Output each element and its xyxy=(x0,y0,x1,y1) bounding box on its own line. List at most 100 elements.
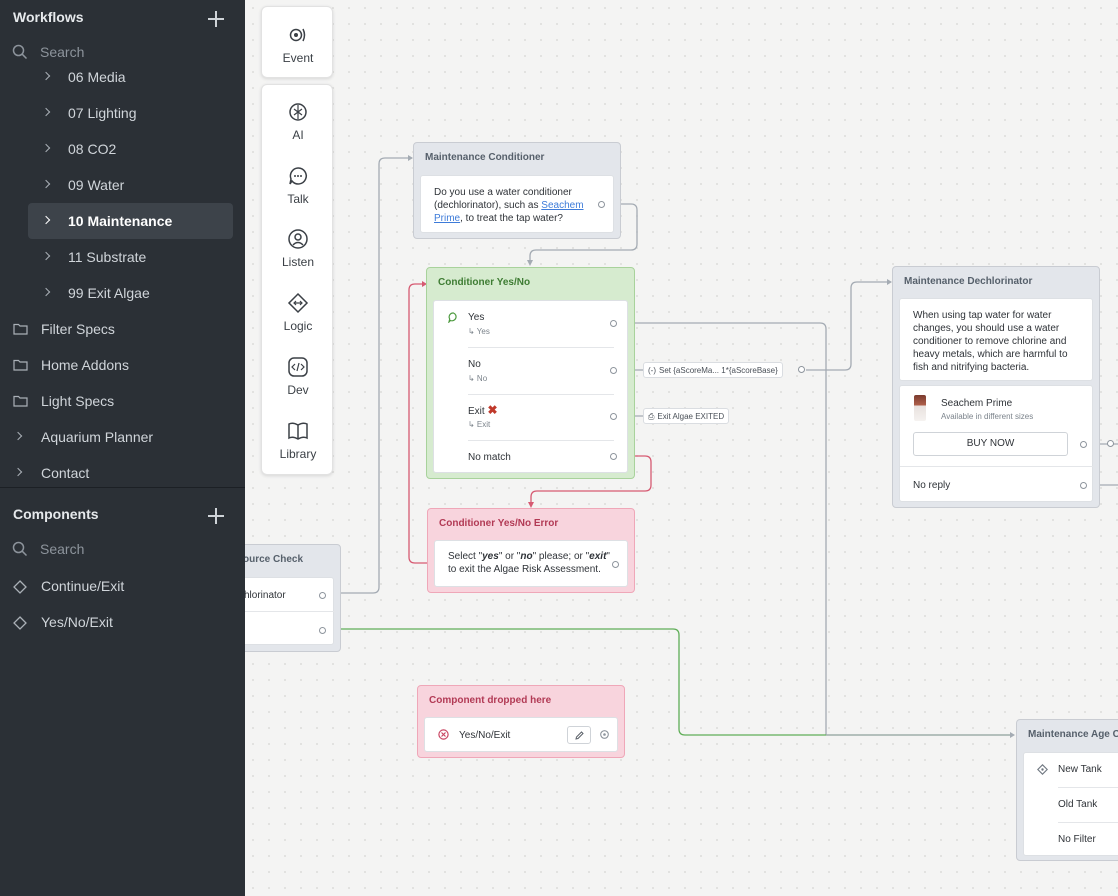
output-port-buy[interactable] xyxy=(1080,441,1087,448)
output-port-yes[interactable] xyxy=(610,320,617,327)
book-icon xyxy=(288,422,308,440)
sidebar-folder-contact[interactable]: Contact xyxy=(0,456,245,490)
sidebar-folder-home-addons[interactable]: Home Addons xyxy=(0,348,245,382)
output-port-exit[interactable] xyxy=(610,413,617,420)
search-icon xyxy=(12,541,28,557)
chevron-right-icon xyxy=(41,287,51,297)
output-port[interactable] xyxy=(612,561,619,568)
wire-nomatch-to-error xyxy=(530,455,652,504)
component-card[interactable]: Yes/No/Exit xyxy=(424,717,618,752)
exit-flow-icon: ⎙ xyxy=(648,412,655,421)
choice-dechlorinator[interactable]: hlorinator xyxy=(245,578,335,612)
output-port[interactable] xyxy=(319,592,326,599)
choice-no[interactable]: No ↳ No xyxy=(468,358,614,395)
node-maintenance-dechlorinator[interactable]: Maintenance Dechlorinator When using tap… xyxy=(892,266,1100,508)
workflows-header: Workflows xyxy=(0,0,245,34)
sidebar-folder-filter-specs[interactable]: Filter Specs xyxy=(0,312,245,346)
tool-label: Library xyxy=(279,447,317,461)
sidebar-folder-light-specs[interactable]: Light Specs xyxy=(0,384,245,418)
sidebar-divider xyxy=(0,487,245,488)
add-component-button[interactable] xyxy=(207,507,225,525)
set-output-port[interactable] xyxy=(798,366,805,373)
add-workflow-button[interactable] xyxy=(207,10,225,28)
exit-tag-label: Exit Algae EXITED xyxy=(657,412,725,421)
variable-icon: (-) xyxy=(648,366,656,375)
chevron-right-icon xyxy=(41,251,51,261)
sidebar-item-10-maintenance[interactable]: 10 Maintenance xyxy=(28,203,233,239)
node-conditioner-error[interactable]: Conditioner Yes/No Error Select "yes" or… xyxy=(427,508,635,593)
tool-label: Event xyxy=(282,51,314,65)
sidebar-folder-label: Light Specs xyxy=(41,393,115,409)
seachem-prime-link[interactable]: Seachem Prime xyxy=(434,200,584,224)
node-conditioner-yes-no[interactable]: Conditioner Yes/No Yes ↳ Yes No ↳ No Exi… xyxy=(426,267,635,479)
event-icon xyxy=(289,28,306,42)
choice-new-tank[interactable]: New Tank xyxy=(1058,753,1118,788)
output-port[interactable] xyxy=(598,201,605,208)
folder-icon xyxy=(13,359,28,371)
sidebar-item-08-co2[interactable]: 08 CO2 xyxy=(28,132,233,166)
component-continue-exit[interactable]: Continue/Exit xyxy=(0,569,245,603)
output-port[interactable] xyxy=(319,627,326,634)
logic-icon xyxy=(1037,764,1048,775)
node-component-dropped[interactable]: Component dropped here Yes/No/Exit xyxy=(417,685,625,758)
sidebar-item-11-substrate[interactable]: 11 Substrate xyxy=(28,240,233,274)
set-variable-tag[interactable]: (-)Set {aScoreMa... 1*{aScoreBase} xyxy=(643,362,783,378)
node-source-check[interactable]: ource Check hlorinator xyxy=(245,544,341,652)
workflow-canvas[interactable]: Event AI Talk Listen Logic Dev Library xyxy=(245,0,1118,896)
node-title: ource Check xyxy=(245,554,304,565)
chevron-right-icon xyxy=(13,431,23,441)
choice-no-match[interactable]: No match xyxy=(468,451,614,467)
choice-label: New Tank xyxy=(1058,764,1102,775)
tool-event[interactable]: Event xyxy=(262,24,334,84)
wire-source-to-age xyxy=(325,628,1013,736)
tool-logic[interactable]: Logic xyxy=(262,292,334,352)
workflows-search[interactable]: Search xyxy=(0,39,245,65)
tool-listen[interactable]: Listen xyxy=(262,228,334,288)
chevron-right-icon xyxy=(13,467,23,477)
sidebar-item-06-media[interactable]: 06 Media xyxy=(28,60,233,94)
node-maintenance-conditioner[interactable]: Maintenance Conditioner Do you use a wat… xyxy=(413,142,621,239)
chevron-right-icon xyxy=(41,215,51,225)
message-card[interactable]: Select "yes" or "no" please; or "exit"to… xyxy=(434,540,628,587)
sidebar: Workflows Search 06 Media 07 Lighting 08… xyxy=(0,0,245,896)
diamond-icon xyxy=(13,616,27,630)
exit-flow-tag[interactable]: ⎙Exit Algae EXITED xyxy=(643,408,730,424)
sidebar-item-07-lighting[interactable]: 07 Lighting xyxy=(28,96,233,130)
logic-icon xyxy=(287,292,309,314)
tool-dev[interactable]: Dev xyxy=(262,356,334,416)
components-header: Components xyxy=(0,497,245,531)
choice-label: hlorinator xyxy=(245,590,286,601)
node-maintenance-age[interactable]: Maintenance Age Ce New Tank Old Tank No … xyxy=(1016,719,1118,861)
output-port-no[interactable] xyxy=(610,367,617,374)
no-reply-label: No reply xyxy=(913,480,951,491)
offscreen-port[interactable] xyxy=(1107,440,1114,447)
node-title: Maintenance Conditioner xyxy=(425,152,545,163)
choice-exit[interactable]: Exit ✖ ↳ Exit xyxy=(468,404,614,441)
listen-icon xyxy=(448,312,457,323)
tool-ai[interactable]: AI xyxy=(262,101,334,161)
sidebar-item-09-water[interactable]: 09 Water xyxy=(28,168,233,202)
choice-no-filter[interactable]: No Filter xyxy=(1058,823,1118,857)
buy-now-button[interactable]: BUY NOW xyxy=(913,432,1068,456)
node-title: Conditioner Yes/No xyxy=(438,277,531,288)
target-icon[interactable] xyxy=(600,730,609,739)
tool-label: AI xyxy=(292,128,304,142)
sidebar-item-99-exit-algae[interactable]: 99 Exit Algae xyxy=(28,276,233,310)
output-port-no-match[interactable] xyxy=(610,453,617,460)
sidebar-folder-aquarium-planner[interactable]: Aquarium Planner xyxy=(0,420,245,454)
sidebar-item-label: 11 Substrate xyxy=(68,249,147,265)
message-card[interactable]: Do you use a water conditioner (dechlori… xyxy=(420,175,614,233)
node-title: Conditioner Yes/No Error xyxy=(439,518,559,529)
sidebar-item-label: 07 Lighting xyxy=(68,105,137,121)
tool-talk[interactable]: Talk xyxy=(262,165,334,225)
choice-yes[interactable]: Yes ↳ Yes xyxy=(468,311,614,348)
edit-button[interactable] xyxy=(567,726,591,744)
choice-old-tank[interactable]: Old Tank xyxy=(1058,788,1118,823)
choice-card: hlorinator xyxy=(245,577,335,645)
component-yes-no-exit[interactable]: Yes/No/Exit xyxy=(0,605,245,639)
tool-palette: AI Talk Listen Logic Dev Library xyxy=(261,84,333,475)
message-card[interactable]: When using tap water for water changes, … xyxy=(899,298,1093,381)
tool-library[interactable]: Library xyxy=(262,420,334,480)
components-search[interactable]: Search xyxy=(0,536,245,562)
output-port-no-reply[interactable] xyxy=(1080,482,1087,489)
